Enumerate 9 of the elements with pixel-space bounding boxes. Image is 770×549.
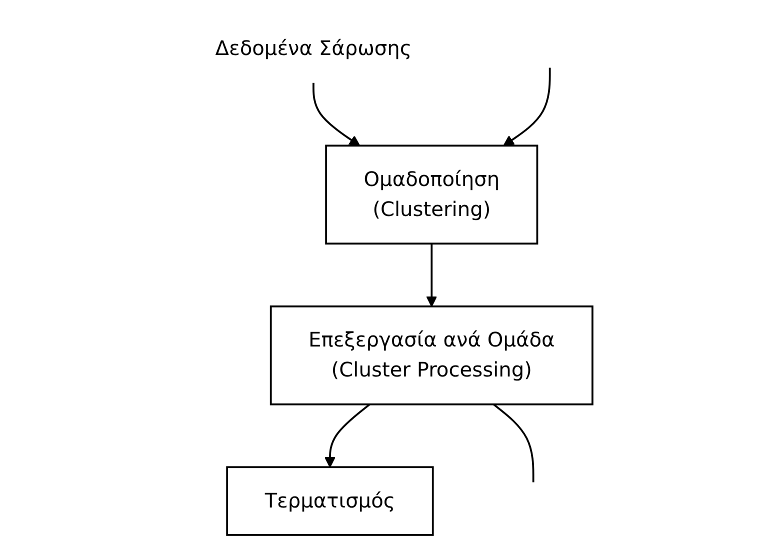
node-box: Επεξεργασία ανά Ομάδα (Cluster Processing)	[270, 304, 594, 405]
node-box: Τερματισμός	[226, 466, 434, 536]
connector	[493, 403, 534, 482]
arrow	[312, 82, 360, 146]
arrow	[426, 243, 438, 306]
arrow	[324, 403, 370, 468]
node-text: Δεδομένα Σάρωσης	[215, 36, 412, 60]
arrow	[503, 67, 551, 146]
node-box: Ομαδοποίηση (Clustering)	[325, 144, 538, 244]
